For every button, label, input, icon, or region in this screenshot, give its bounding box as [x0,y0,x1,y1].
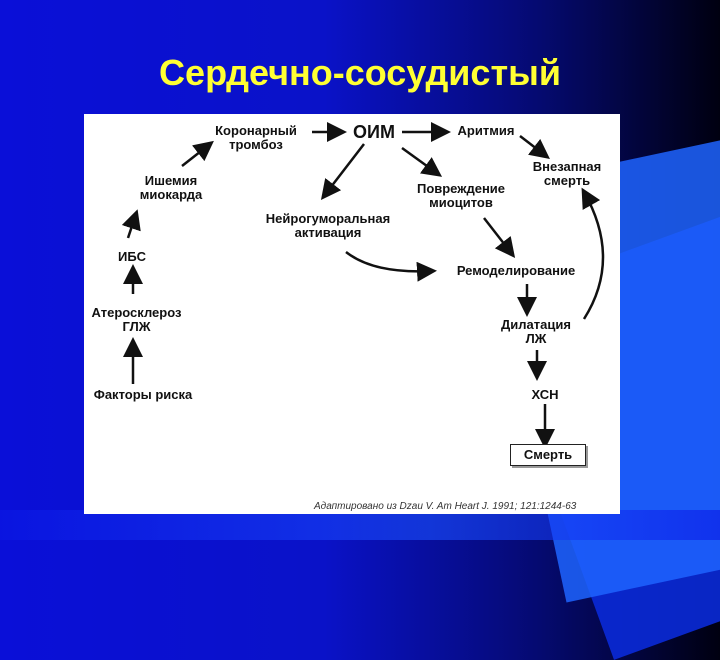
arrow-dilatation-to-sudden-death [581,187,605,320]
node-oim: ОИМ [353,122,395,142]
diagram-arrows [121,122,605,449]
background-decoration [0,510,720,540]
node-ibs: ИБС [118,249,146,264]
node-remodeling: Ремоделирование [456,263,576,278]
node-myocyte-damage: Повреждение миоцитов [416,181,506,210]
arrow-myocytes-to-remodeling [483,217,516,258]
slide-title-line1: Сердечно-сосудистый [159,52,561,93]
node-risk-factors: Факторы риска [93,387,193,402]
node-sudden-death: Внезапная смерть [532,159,602,188]
node-dilatation: Дилатация ЛЖ [501,317,571,346]
node-death: Смерть [510,444,586,466]
node-hsn: ХСН [531,387,559,402]
arrow-oim-to-neurohumoral [320,143,365,200]
diagram-panel: Факторы риска Атеросклероз ГЛЖ ИБС Ишеми… [84,114,620,514]
arrow-oim-to-myocytes [401,146,443,177]
citation: Адаптировано из Dzau V. Am Heart J. 1991… [314,501,577,512]
arrow-arrhythmia-to-sudden-death [519,135,550,160]
node-arrhythmia: Аритмия [457,123,515,138]
node-neurohumoral: Нейрогуморальная активация [265,211,391,240]
node-coronary-thrombosis: Коронарный тромбоз [215,123,297,152]
arrow-ibs-to-ischemia [121,209,141,239]
arrow-neurohumoral-to-remodeling [345,251,437,282]
node-atherosclerosis: Атеросклероз ГЛЖ [91,305,182,334]
node-ischemia: Ишемия миокарда [139,173,203,202]
arrow-ischemia-to-thrombosis [181,140,214,167]
